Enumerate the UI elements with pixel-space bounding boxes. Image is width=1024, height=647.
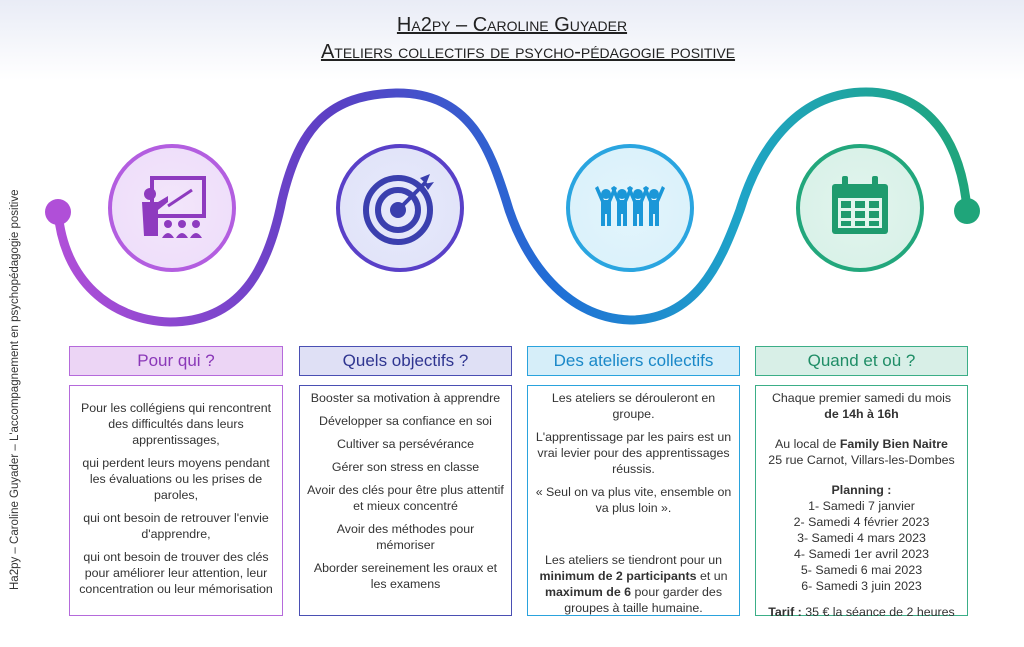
box-objectifs: Booster sa motivation à apprendre Dévelo… <box>299 385 512 616</box>
text-line: Gérer son stress en classe <box>331 460 480 474</box>
text-line: Booster sa motivation à apprendre <box>310 391 501 405</box>
planning-item: 5- Samedi 6 mai 2023 <box>800 563 923 577</box>
planning-item: 1- Samedi 7 janvier <box>808 499 915 513</box>
planning-item: 3- Samedi 4 mars 2023 <box>797 531 926 545</box>
icon-circle-3 <box>566 144 694 272</box>
heading-ateliers: Des ateliers collectifs <box>527 346 740 376</box>
teacher-board-icon <box>142 176 206 238</box>
text-line: Pour les collégiens qui rencontrent des … <box>80 401 272 447</box>
target-arrow-icon <box>363 174 434 245</box>
text-line: Cultiver sa persévérance <box>336 437 475 451</box>
text-line: Avoir des clés pour être plus attentif e… <box>307 483 504 513</box>
text-line: Développer sa confiance en soi <box>319 414 492 428</box>
icon-circle-2 <box>336 144 464 272</box>
planning-label: Planning : <box>831 483 892 497</box>
heading-objectifs: Quels objectifs ? <box>299 346 512 376</box>
heading-quand: Quand et où ? <box>755 346 968 376</box>
page-subtitle: Ateliers collectifs de psycho-pédagogie … <box>320 41 736 63</box>
text-line: Avoir des méthodes pour mémoriser <box>336 522 475 552</box>
icon-circle-4 <box>796 144 924 272</box>
planning-item: 6- Samedi 3 juin 2023 <box>801 579 922 593</box>
heading-pour-qui: Pour qui ? <box>69 346 283 376</box>
wave-path <box>45 87 980 327</box>
text-line: qui perdent leurs moyens pendant les éva… <box>82 456 270 502</box>
box-quand: Chaque premier samedi du mois de 14h à 1… <box>755 385 968 619</box>
text-line: « Seul on va plus vite, ensemble on va p… <box>535 485 732 515</box>
start-dot <box>45 199 71 225</box>
tarif-text: Tarif : 35 € la séance de 2 heures <box>768 605 955 619</box>
box-pour-qui: Pour les collégiens qui rencontrent des … <box>69 385 283 616</box>
planning-item: 4- Samedi 1er avril 2023 <box>794 547 929 561</box>
text-line: qui ont besoin de retrouver l'envie d'ap… <box>83 511 269 541</box>
group-people-icon <box>595 186 665 226</box>
icon-circle-1 <box>108 144 236 272</box>
text-line: Les ateliers se dérouleront en groupe. <box>551 391 716 421</box>
planning-list: Planning : 1- Samedi 7 janvier 2- Samedi… <box>762 482 961 594</box>
calendar-icon <box>832 176 888 234</box>
box-ateliers: Les ateliers se dérouleront en groupe. L… <box>527 385 740 616</box>
text-line: Aborder sereinement les oraux et les exa… <box>313 561 498 591</box>
planning-item: 2- Samedi 4 février 2023 <box>793 515 930 529</box>
page-title: Ha2py – Caroline Guyader <box>396 14 628 36</box>
text-line: L'apprentissage par les pairs est un vra… <box>535 430 732 476</box>
groups-text: Les ateliers se tiendront pour un minimu… <box>539 553 728 615</box>
when-text: Chaque premier samedi du mois de 14h à 1… <box>771 391 952 421</box>
text-line: qui ont besoin de trouver des clés pour … <box>79 550 273 596</box>
end-dot <box>954 198 980 224</box>
place-text: Au local de Family Bien Naitre 25 rue Ca… <box>768 437 955 467</box>
